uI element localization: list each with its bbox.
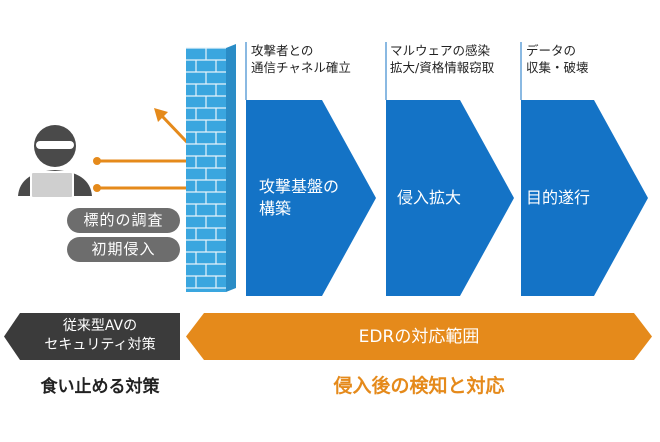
- phase-2-label: 侵入拡大: [397, 188, 462, 207]
- phase-2-caption-line: マルウェアの感染: [390, 43, 491, 58]
- phase-3-caption-line: データの: [526, 43, 577, 58]
- left-band-line: 従来型AVの: [62, 318, 138, 334]
- phase-1-caption: 攻撃者との 通信チャネル確立: [251, 42, 351, 76]
- firewall-wall-icon: [186, 44, 236, 292]
- pill-initial-intrusion: 初期侵入: [67, 237, 180, 262]
- phase-arrow-3: [521, 100, 648, 296]
- left-band-shape: [4, 313, 180, 360]
- phase-2-caption: マルウェアの感染 拡大/資格情報窃取: [390, 42, 494, 76]
- phase-3-caption-line: 収集・破壊: [526, 60, 589, 75]
- left-band-label: 従来型AVの セキュリティ対策: [20, 317, 180, 355]
- phase-3-label: 目的遂行: [526, 188, 591, 207]
- phase-1-label: 攻撃基盤の 構築: [259, 176, 339, 220]
- phase-3-caption: データの 収集・破壊: [526, 42, 589, 76]
- right-band-caption: 侵入後の検知と対応: [333, 375, 505, 397]
- left-band-caption: 食い止める対策: [40, 377, 160, 397]
- phase-1-label-line: 構築: [259, 199, 292, 218]
- phase-arrow-1: [246, 100, 376, 296]
- right-band-label: EDRの対応範囲: [358, 327, 480, 347]
- attacker-icon: [18, 125, 92, 199]
- phase-1-caption-line: 攻撃者との: [251, 43, 314, 58]
- phase-arrow-2: [386, 100, 514, 296]
- phase-1-caption-line: 通信チャネル確立: [251, 60, 351, 75]
- phase-arrows: [245, 42, 648, 296]
- pill-target-research: 標的の調査: [67, 208, 180, 233]
- left-band-line: セキュリティ対策: [44, 337, 156, 353]
- right-band-shape: [186, 313, 652, 360]
- phase-2-caption-line: 拡大/資格情報窃取: [390, 60, 495, 75]
- phase-1-label-line: 攻撃基盤の: [259, 177, 340, 196]
